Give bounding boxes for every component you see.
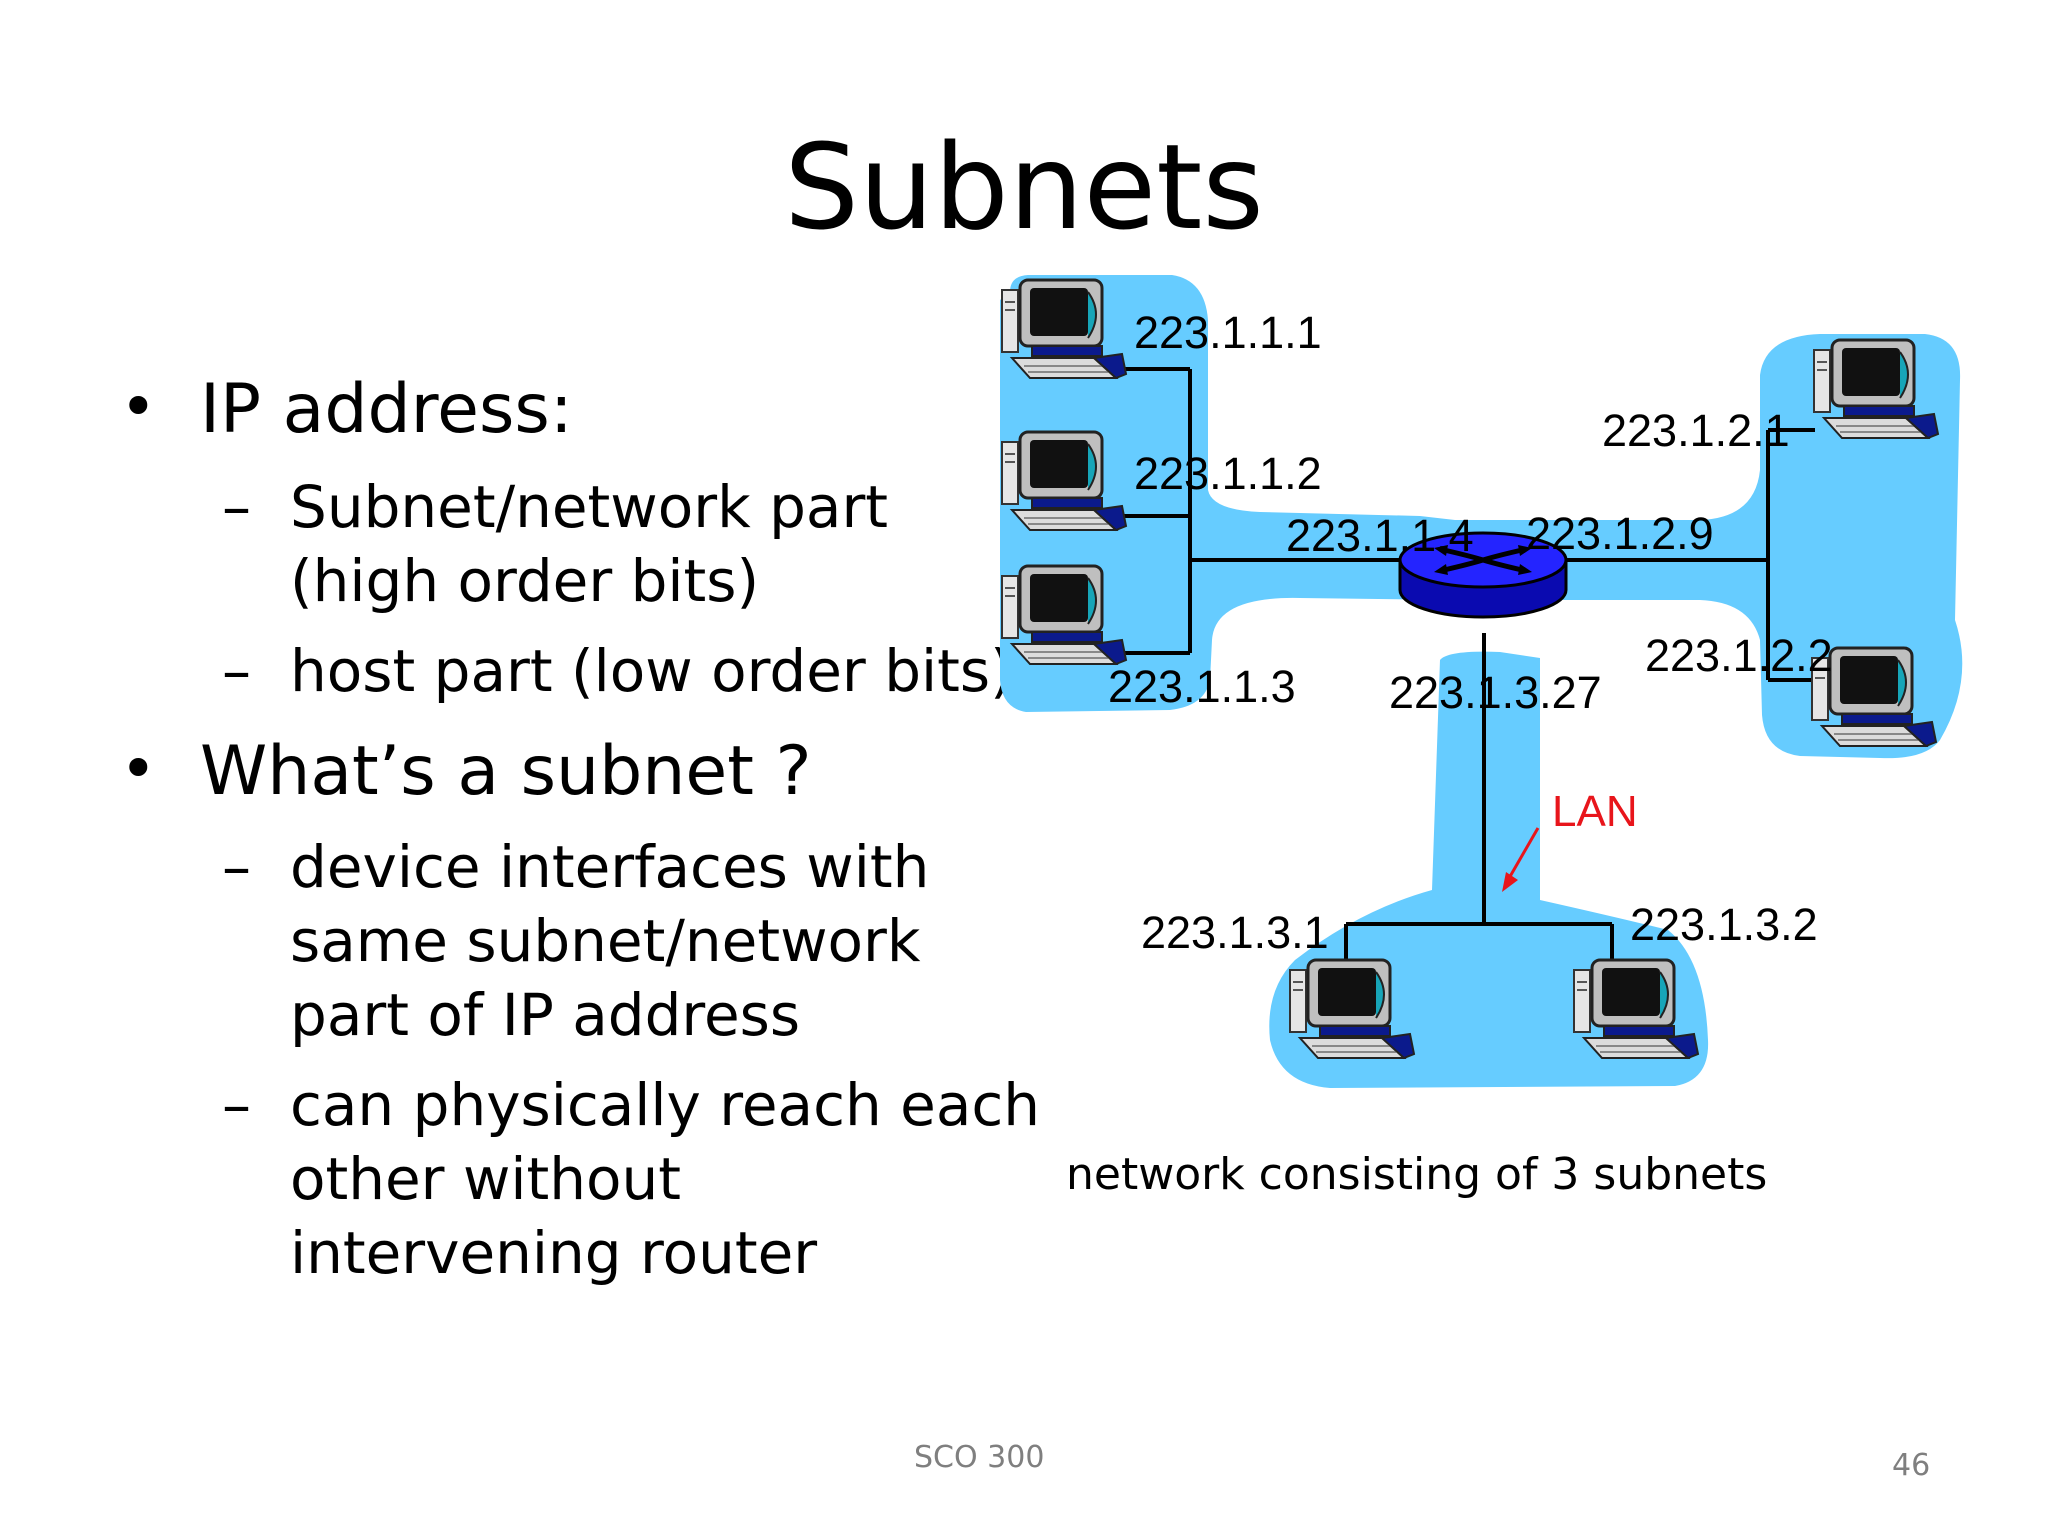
ip-label-223-1-1-4: 223.1.1.4 [1286, 510, 1474, 561]
sub-bullet-line: Subnet/network part [290, 473, 889, 541]
page-number: 46 [1892, 1448, 1931, 1483]
sub-bullet-line: same subnet/network [290, 907, 921, 975]
slide-title: Subnets [784, 118, 1264, 256]
ip-label-223-1-1-2: 223.1.1.2 [1134, 448, 1322, 499]
lan-label: LAN [1552, 787, 1638, 836]
sub-bullet-line: other without [290, 1145, 681, 1213]
sub-bullet-line: intervening router [290, 1219, 818, 1287]
sub-bullet-line: host part (low order bits) [290, 637, 1013, 705]
ip-label-223-1-2-1: 223.1.2.1 [1602, 405, 1790, 456]
dash-icon: – [222, 637, 251, 705]
ip-label-223-1-2-9: 223.1.2.9 [1526, 508, 1714, 559]
bullet-icon: • [120, 732, 157, 805]
footer-course: SCO 300 [914, 1440, 1045, 1475]
dash-icon: – [222, 473, 251, 541]
subnet-1-area [1000, 275, 1455, 712]
ip-label-223-1-2-2: 223.1.2.2 [1645, 630, 1833, 681]
diagram-caption: network consisting of 3 subnets [1066, 1149, 1767, 1200]
sub-bullet-line: part of IP address [290, 981, 801, 1049]
dash-icon: – [222, 1071, 251, 1139]
sub-bullet-line: can physically reach each [290, 1071, 1041, 1139]
ip-label-223-1-1-1: 223.1.1.1 [1134, 307, 1322, 358]
sub-bullet-line: device interfaces with [290, 833, 930, 901]
ip-label-223-1-3-27: 223.1.3.27 [1389, 667, 1602, 718]
dash-icon: – [222, 833, 251, 901]
bullet-ip-address: IP address: [200, 370, 573, 449]
network-links [1076, 367, 1815, 960]
ip-label-223-1-3-1: 223.1.3.1 [1141, 907, 1329, 958]
ip-label-223-1-1-3: 223.1.1.3 [1108, 661, 1296, 712]
sub-bullet-line: (high order bits) [290, 547, 760, 615]
ip-label-223-1-3-2: 223.1.3.2 [1630, 899, 1818, 950]
bullet-icon: • [120, 370, 157, 443]
router-icon [1398, 531, 1568, 619]
lan-arrow-icon [1502, 827, 1540, 892]
bullet-whats-a-subnet: What’s a subnet ? [200, 732, 812, 811]
